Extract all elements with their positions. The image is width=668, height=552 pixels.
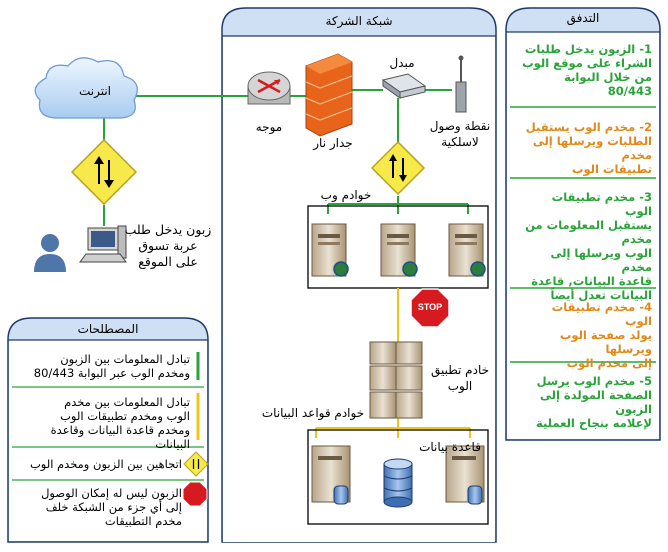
database-icon bbox=[383, 458, 413, 508]
legend-title: المصطلحات bbox=[77, 322, 139, 336]
legend-item-no-access: الزبون ليس له إمكان الوصول إلى أي جزء من… bbox=[41, 486, 182, 528]
web-servers-label: خوادم وب bbox=[320, 188, 372, 202]
legend-item-client-web-exchange: تبادل المعلومات بين الزبون ومخدم الوب عب… bbox=[33, 352, 190, 380]
db-servers-label: خوادم قواعد البيانات bbox=[261, 406, 365, 420]
company-network-title: شبكة الشركة bbox=[325, 14, 393, 28]
legend-item-internal-exchange: تبادل المعلومات بين مخدم الوب ومخدم تطبي… bbox=[50, 395, 190, 451]
flow-step-4: 4- مخدم تطبيقات الوب يولد صفحة الوب ويرس… bbox=[551, 300, 652, 370]
app-server-label: خادم تطبيق الوب bbox=[430, 363, 490, 393]
wireless-label: نقطة وصول لاسلكية bbox=[429, 119, 491, 149]
legend-panel bbox=[7, 317, 209, 543]
web-server-icon bbox=[448, 223, 486, 277]
wireless-access-point-icon bbox=[455, 55, 467, 113]
firewall-icon bbox=[305, 53, 353, 137]
user-icon bbox=[34, 234, 66, 272]
flow-step-2: 2- مخدم الوب يستقبل الطلبات ويرسلها إلى … bbox=[525, 120, 652, 176]
router-icon bbox=[247, 71, 291, 105]
firewall-label: جدار نار bbox=[313, 136, 353, 150]
flow-title: التدفق bbox=[566, 11, 600, 25]
db-server-icon bbox=[311, 445, 351, 505]
stop-sign-text: STOP bbox=[417, 302, 443, 312]
legend-item-bidirectional: اتجاهين بين الزبون ومخدم الوب bbox=[29, 457, 182, 471]
bidirectional-icon bbox=[370, 140, 426, 196]
internet-cloud-icon bbox=[34, 57, 138, 119]
internet-label: انترنت bbox=[78, 84, 112, 98]
switch-icon bbox=[381, 73, 427, 99]
switch-label: مبدل bbox=[389, 56, 415, 70]
db-server-icon bbox=[445, 445, 485, 505]
web-server-icon bbox=[380, 223, 418, 277]
app-server-icon bbox=[369, 341, 423, 419]
flow-panel bbox=[505, 7, 661, 441]
flow-step-3: 3- مخدم تطبيقات الوب يستقبل المعلومات من… bbox=[525, 190, 652, 302]
database-label: قاعدة بيانات bbox=[419, 440, 481, 454]
bidirectional-icon bbox=[183, 451, 209, 477]
flow-step-1: 1- الزبون يدخل طلبات الشراء على موقع الو… bbox=[522, 42, 652, 98]
router-label: موجه bbox=[255, 120, 283, 134]
stop-icon bbox=[182, 481, 208, 507]
web-server-icon bbox=[311, 223, 349, 277]
bidirectional-icon bbox=[70, 138, 138, 206]
computer-icon bbox=[79, 225, 127, 263]
client-label: زبون يدخل طلب عربة تسوق على الموقع bbox=[124, 222, 212, 269]
db-frame bbox=[307, 429, 489, 525]
company-network-panel bbox=[221, 7, 497, 543]
stop-icon bbox=[410, 288, 450, 328]
flow-step-5: 5- مخدم الوب يرسل الصفحة المولدة إلى الز… bbox=[536, 374, 652, 430]
